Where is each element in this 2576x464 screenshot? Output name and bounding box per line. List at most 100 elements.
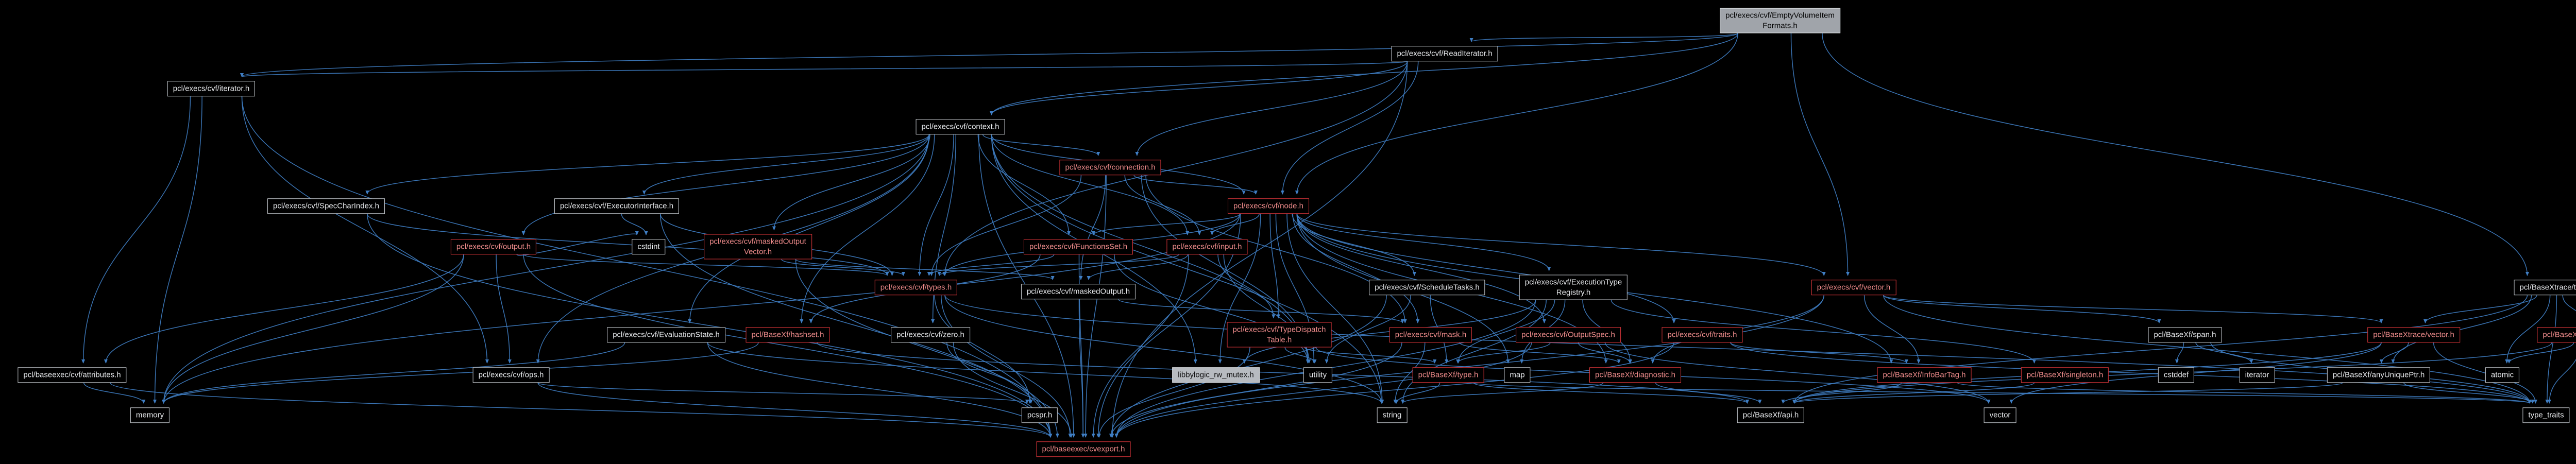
edge-connection-to-node	[1133, 175, 1258, 195]
graph-node-diagnostic[interactable]: pcl/BaseXf/diagnostic.h	[1589, 367, 1681, 383]
graph-node-any_unique[interactable]: pcl/BaseXf/anyUniquePtr.h	[2327, 367, 2431, 383]
edge-type_dispatch-to-export	[1097, 347, 1250, 438]
graph-node-string[interactable]: string	[1377, 407, 1408, 423]
edge-context-to-functions_set	[977, 134, 1071, 235]
edge-selector-to-atomic	[2507, 342, 2574, 364]
edge-main-to-trace	[1822, 33, 2529, 276]
graph-node-connection[interactable]: pcl/execs/cvf/connection.h	[1059, 160, 1161, 175]
edge-output_spec-to-diagnostic	[1578, 342, 1632, 364]
edge-node-to-exec_type_reg	[1296, 213, 1551, 271]
graph-node-masked_out_vec[interactable]: pcl/execs/cvf/maskedOutput Vector.h	[704, 234, 812, 260]
graph-node-rw_mutex[interactable]: libbylogic_rw_mutex.h	[1172, 367, 1260, 383]
graph-node-selector[interactable]: pcl/BaseXtrace/selector.h	[2537, 327, 2576, 342]
edge-connection-to-export	[1083, 175, 1107, 438]
graph-node-types[interactable]: pcl/execs/cvf/types.h	[874, 280, 958, 295]
graph-node-api[interactable]: pcl/BaseXf/api.h	[1737, 407, 1805, 423]
edge-span-to-cstddef	[2175, 342, 2184, 364]
edge-output_spec-to-type_bx	[1456, 342, 1551, 364]
edge-span-to-iterator_std	[2195, 342, 2253, 364]
edge-eval_state-to-export	[707, 342, 1053, 438]
graph-node-output_spec[interactable]: pcl/execs/cvf/OutputSpec.h	[1516, 327, 1621, 342]
edge-zero-to-pcspr	[946, 342, 1033, 404]
edge-type_bx-to-api	[1472, 382, 1749, 404]
graph-node-pcspr[interactable]: pcspr.h	[1021, 407, 1058, 423]
edge-types-to-type_traits	[944, 295, 2532, 404]
graph-node-memory[interactable]: memory	[130, 407, 170, 423]
edge-connection-to-mask	[1145, 175, 1407, 323]
edge-context-to-output	[521, 134, 930, 235]
edge-specchar-to-export	[367, 213, 1053, 438]
edge-iterator_cvf-to-export	[241, 96, 1053, 438]
edge-output-to-ops	[496, 254, 512, 364]
edge-context-to-types	[918, 134, 954, 276]
graph-node-executor_iface[interactable]: pcl/execs/cvf/ExecutorInterface.h	[554, 198, 680, 214]
graph-node-iterator_std[interactable]: iterator	[2239, 367, 2275, 383]
edge-mask-to-export	[1109, 342, 1402, 438]
graph-node-output[interactable]: pcl/execs/cvf/output.h	[450, 239, 537, 254]
graph-node-input[interactable]: pcl/execs/cvf/input.h	[1166, 239, 1248, 254]
edge-node-to-output_spec	[1296, 213, 1546, 323]
edge-read_iterator-to-types	[943, 61, 1408, 276]
edge-masked_out-to-mask	[1117, 299, 1404, 323]
graph-node-schedule_tasks[interactable]: pcl/execs/cvf/ScheduleTasks.h	[1369, 280, 1485, 295]
graph-node-cstdint[interactable]: cstdint	[632, 239, 666, 254]
edge-executor_iface-to-export	[659, 213, 1053, 438]
graph-node-traits[interactable]: pcl/execs/cvf/traits.h	[1662, 327, 1743, 342]
edge-trace-to-api	[1792, 295, 2528, 404]
edge-context-to-specchar	[365, 134, 930, 195]
edge-node-to-traits	[1296, 213, 1676, 323]
edge-context-to-hashset	[800, 134, 935, 323]
edge-exec_type_reg-to-type_bx	[1456, 300, 1555, 364]
graph-node-masked_out[interactable]: pcl/execs/cvf/maskedOutput.h	[1021, 284, 1136, 299]
graph-node-export[interactable]: pcl/baseexec/cvexport.h	[1036, 441, 1131, 457]
edge-context-to-input	[991, 134, 1190, 235]
graph-node-cstddef[interactable]: cstddef	[2158, 367, 2195, 383]
edge-main-to-node	[1295, 33, 1738, 195]
graph-node-infobar[interactable]: pcl/BaseXf/InfoBarTag.h	[1877, 367, 1972, 383]
edge-diagnostic-to-string	[1401, 382, 1604, 404]
edge-vector_trace-to-any_unique	[2379, 342, 2409, 364]
graph-node-vector_trace[interactable]: pcl/BaseXtrace/vector.h	[2367, 327, 2460, 342]
edge-type_bx-to-string	[1395, 382, 1440, 404]
graph-node-hashset[interactable]: pcl/BaseXf/hashset.h	[745, 327, 830, 342]
graph-node-atomic[interactable]: atomic	[2485, 367, 2520, 383]
graph-node-iterator_cvf[interactable]: pcl/execs/cvf/iterator.h	[167, 81, 256, 96]
graph-node-zero[interactable]: pcl/execs/cvf/zero.h	[891, 327, 970, 342]
edge-node-to-type_dispatch	[1269, 213, 1280, 319]
edge-trace-to-atomic	[2505, 295, 2551, 364]
edge-read_iterator-to-connection	[1135, 61, 1408, 156]
graph-node-functions_set[interactable]: pcl/execs/cvf/FunctionsSet.h	[1023, 239, 1133, 254]
graph-node-ops[interactable]: pcl/execs/cvf/ops.h	[472, 367, 550, 383]
graph-node-trace[interactable]: pcl/BaseXtrace/trace.h	[2514, 280, 2576, 295]
edge-main-to-vector_cvf	[1790, 33, 1850, 276]
edge-masked_out_vec-to-types	[781, 259, 905, 276]
graph-node-read_iterator[interactable]: pcl/execs/cvf/ReadIterator.h	[1391, 46, 1498, 61]
graph-node-type_bx[interactable]: pcl/BaseXf/type.h	[1412, 367, 1484, 383]
edge-context-to-connection	[982, 134, 1100, 156]
graph-node-eval_state[interactable]: pcl/execs/cvf/EvaluationState.h	[607, 327, 725, 342]
graph-node-specchar[interactable]: pcl/execs/cvf/SpecCharIndex.h	[267, 198, 385, 214]
graph-node-type_traits[interactable]: type_traits	[2522, 407, 2570, 423]
edge-context-to-utility	[991, 134, 1310, 364]
graph-node-node[interactable]: pcl/execs/cvf/node.h	[1228, 198, 1309, 214]
edge-vector_cvf-to-span	[1883, 295, 2161, 323]
graph-node-singleton[interactable]: pcl/BaseXf/singleton.h	[2021, 367, 2109, 383]
graph-node-mask[interactable]: pcl/execs/cvf/mask.h	[1389, 327, 1472, 342]
graph-node-type_dispatch[interactable]: pcl/execs/cvf/TypeDispatch Table.h	[1227, 322, 1332, 348]
edge-main-to-read_iterator	[1469, 32, 1738, 42]
graph-node-attributes[interactable]: pcl/baseexec/cvf/attributes.h	[18, 367, 127, 383]
graph-node-exec_type_reg[interactable]: pcl/execs/cvf/ExecutionType Registry.h	[1519, 274, 1628, 300]
graph-node-vector_cvf[interactable]: pcl/execs/cvf/vector.h	[1811, 280, 1896, 295]
graph-node-map[interactable]: map	[1504, 367, 1531, 383]
edge-selector-to-type_traits	[2547, 358, 2576, 404]
graph-node-context[interactable]: pcl/execs/cvf/context.h	[916, 119, 1005, 134]
graph-node-utility[interactable]: utility	[1303, 367, 1333, 383]
graph-node-main[interactable]: pcl/execs/cvf/EmptyVolumeItem Formats.h	[1720, 8, 1840, 33]
graph-node-span[interactable]: pcl/BaseXf/span.h	[2148, 327, 2222, 342]
edge-type_dispatch-to-type_bx	[1304, 347, 1437, 364]
graph-node-vector_std[interactable]: vector	[1984, 407, 2016, 423]
edge-attributes-to-memory	[83, 382, 146, 404]
edge-context-to-string	[991, 134, 1383, 404]
edge-connection-to-types	[929, 175, 1082, 276]
